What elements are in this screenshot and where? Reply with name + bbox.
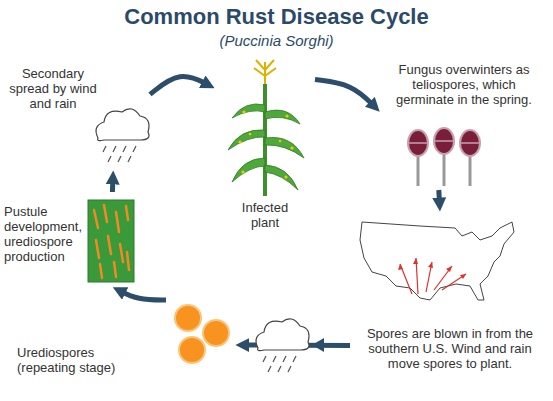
urediospores — [175, 305, 229, 363]
stage-description: Spores are blown in from the southern U.… — [352, 326, 548, 371]
diagram-title: Common Rust Disease Cycle — [0, 4, 553, 30]
cycle-arrow — [315, 80, 376, 108]
cycle-arrow — [118, 290, 166, 300]
rain-cloud — [256, 319, 324, 372]
teliospores — [408, 128, 480, 186]
infected-leaf — [88, 200, 134, 282]
stage-node: Spores are blown in from the southern U.… — [350, 212, 550, 390]
cycle-arrow — [150, 76, 210, 94]
stage-description: Infected plant — [230, 200, 300, 230]
stage-description: Fungus overwinters as teliospores, which… — [384, 62, 544, 107]
stage-description: Secondary spread by wind and rain — [5, 66, 101, 111]
stage-node: Infected plant — [215, 62, 315, 238]
cycle-arrow — [436, 190, 442, 206]
stage-description: Pustule development, urediospore product… — [4, 204, 88, 264]
stage-description: Urediospores (repeating stage) — [17, 345, 147, 375]
stage-node: Fungus overwinters as teliospores, which… — [380, 60, 548, 190]
stage-node: Pustule development, urediospore product… — [2, 192, 140, 287]
subtitle-label: (Puccinia Sorghi) — [0, 32, 553, 49]
rain-cloud — [96, 109, 149, 162]
us-map — [360, 222, 514, 300]
cycle-arrow — [110, 176, 116, 192]
stage-node: Urediospores (repeating stage) — [5, 300, 235, 390]
stage-node: Secondary spread by wind and rain — [3, 62, 150, 170]
corn-plant — [228, 60, 304, 196]
